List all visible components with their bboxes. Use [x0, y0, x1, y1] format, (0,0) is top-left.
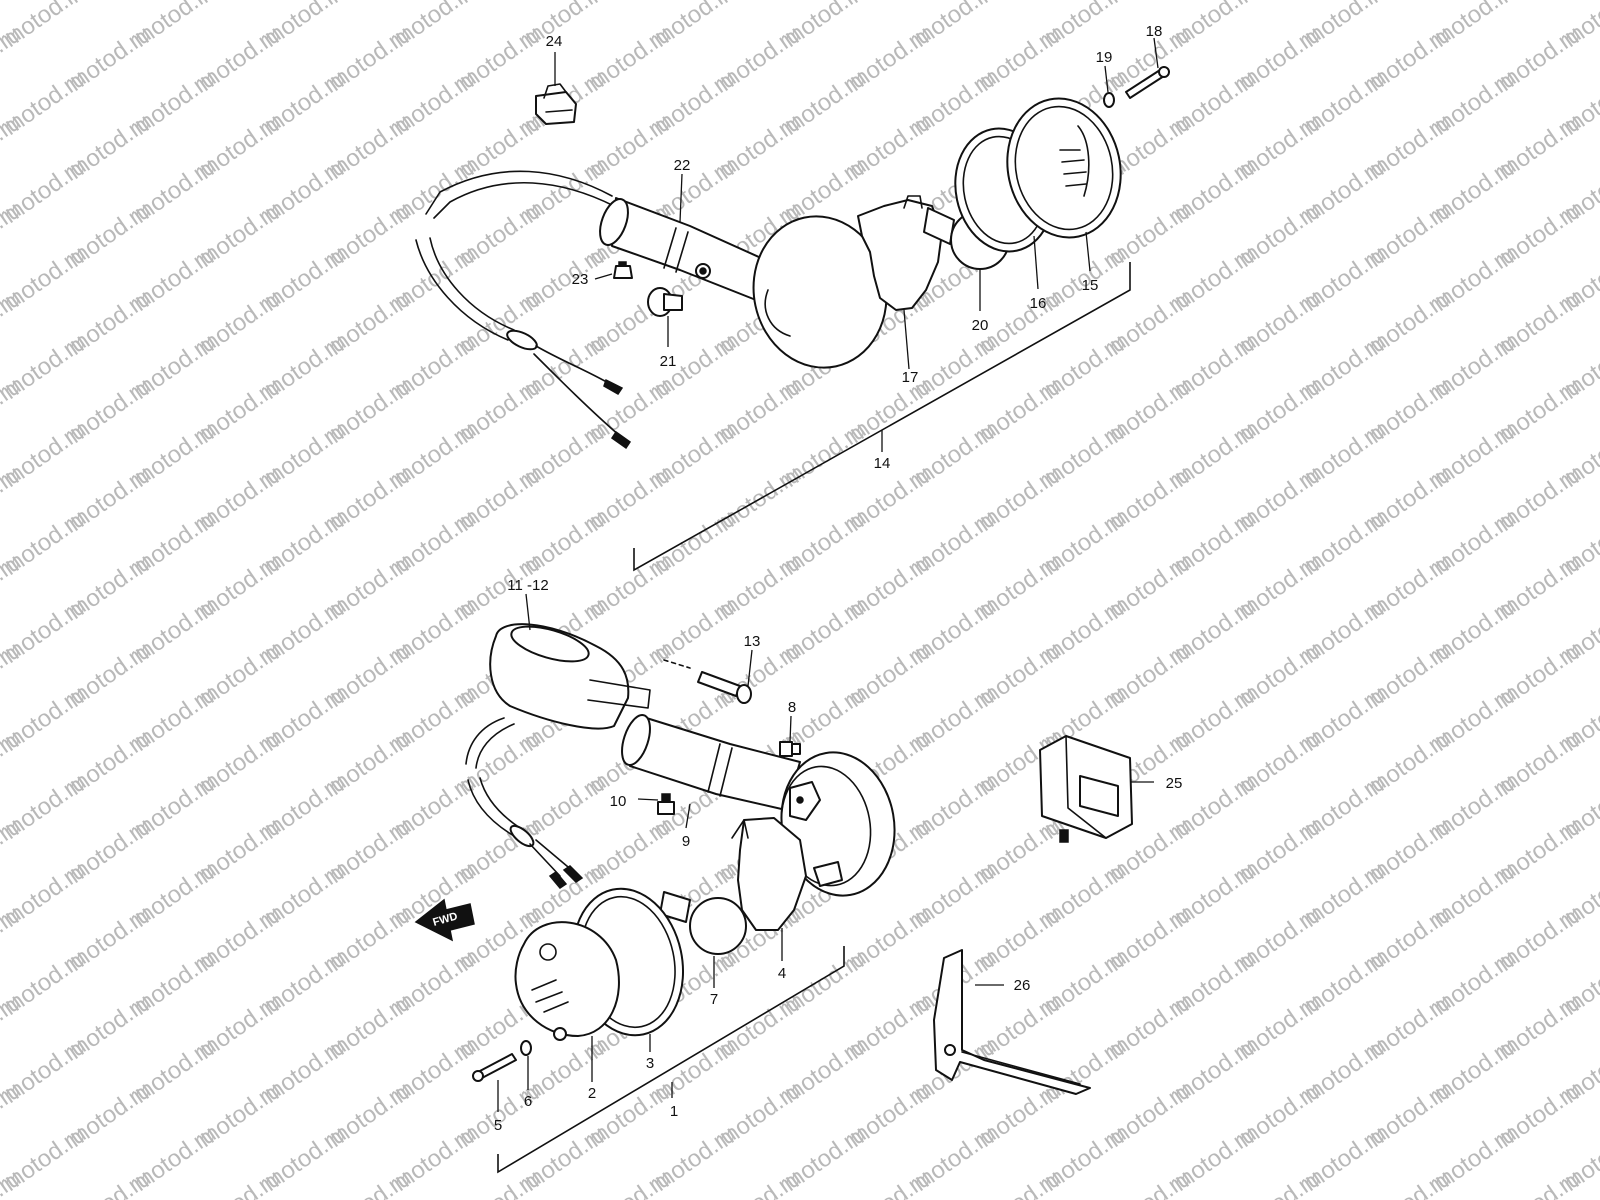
upper-turn-signal-assembly: [415, 66, 1170, 450]
callout-24: 24: [546, 33, 563, 50]
callout-15: 15: [1082, 277, 1099, 294]
upper-housing-shell: [752, 215, 888, 369]
callout-16: 16: [1030, 295, 1047, 312]
callout-7: 7: [710, 991, 718, 1008]
callout-26: 26: [1014, 977, 1031, 994]
callout-6: 6: [524, 1093, 532, 1110]
callout-1: 1: [670, 1103, 678, 1120]
relay-part-25: [1039, 735, 1133, 843]
screw-part-8: [779, 741, 801, 757]
watermark-text: motod.ru: [583, 1164, 676, 1200]
lower-wire-harness: [465, 717, 584, 889]
watermark-text: motod.ru: [63, 1164, 156, 1200]
watermark-text: motod.ru: [713, 1164, 806, 1200]
watermark-text: motod.ru: [1493, 1164, 1586, 1200]
clamp-part-24: [535, 83, 577, 125]
screw-part-5: [472, 1053, 517, 1082]
callout-19: 19: [1096, 49, 1113, 66]
bulb-part-7: [659, 891, 747, 955]
callout-5: 5: [494, 1117, 502, 1134]
callout-14: 14: [874, 455, 891, 472]
screw-part-13: [663, 659, 752, 704]
watermark-text: motod.ru: [453, 1164, 546, 1200]
watermark-text: motod.ru: [1233, 1164, 1326, 1200]
group-bracket-1: [497, 946, 845, 1174]
screw-part-23: [613, 261, 633, 279]
socket-plate-part-4: [731, 817, 807, 931]
callout-4: 4: [778, 965, 786, 982]
mount-bracket-part-11-12: [489, 623, 651, 730]
callout-11-12: 11 -12: [507, 577, 548, 594]
callout-10: 10: [610, 793, 627, 810]
callout-9: 9: [682, 833, 690, 850]
watermark-text: motod.ru: [1363, 1164, 1456, 1200]
watermark-text: motod.ru: [193, 1164, 286, 1200]
bracket-part-26: [933, 949, 1091, 1095]
callout-23: 23: [572, 271, 589, 288]
leader-lines: [497, 37, 1159, 1112]
callout-18: 18: [1146, 23, 1163, 40]
washer-part-19: [1103, 92, 1115, 108]
watermark-text: motod.ru: [843, 1164, 936, 1200]
upper-signal-body-part-22: [599, 197, 771, 301]
screw-part-21: [647, 287, 683, 317]
callout-3: 3: [646, 1055, 654, 1072]
lower-housing-shell: [780, 751, 896, 897]
washer-part-6: [520, 1040, 532, 1056]
screw-part-18: [1125, 66, 1170, 99]
screw-part-10: [657, 793, 675, 815]
forward-direction-arrow: FWD: [414, 898, 475, 942]
group-bracket-14: [633, 262, 1131, 572]
watermark-text: motod.ru: [973, 1164, 1066, 1200]
callout-labels: 24 18 19 22 23 21 17 20 16 15 14 11 -12 …: [494, 23, 1183, 1134]
lower-signal-body-part-9: [621, 713, 801, 811]
watermark-text: motod.ru: [323, 1164, 416, 1200]
lens-part-15: [1006, 97, 1122, 239]
callout-20: 20: [972, 317, 989, 334]
callout-22: 22: [674, 157, 691, 174]
callout-2: 2: [588, 1085, 596, 1102]
callout-25: 25: [1166, 775, 1183, 792]
watermark-text: motod.ru: [0, 0, 26, 9]
lower-turn-signal-assembly: [465, 623, 896, 1082]
callout-21: 21: [660, 353, 677, 370]
callout-8: 8: [788, 699, 796, 716]
callout-17: 17: [902, 369, 919, 386]
socket-plate-part-17: [857, 195, 943, 311]
callout-13: 13: [744, 633, 761, 650]
watermark-text: motod.ru: [1103, 1164, 1196, 1200]
lens-part-2: [514, 921, 620, 1041]
upper-wire-harness: [415, 170, 632, 450]
